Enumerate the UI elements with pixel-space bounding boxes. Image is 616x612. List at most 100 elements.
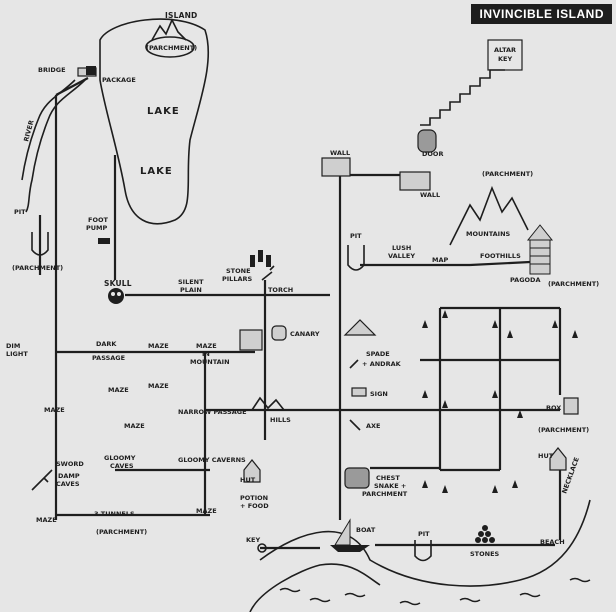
- label-gloomy-caverns: GLOOMY CAVERNS: [178, 456, 246, 464]
- label-gloomy: GLOOMY: [104, 454, 136, 462]
- label-hut-right: HUT: [538, 452, 554, 460]
- lake-shape: [99, 18, 210, 225]
- label-stones: STONES: [470, 550, 500, 558]
- label-maze-in-mountain-3: MOUNTAIN: [190, 358, 230, 366]
- mountains-icon: [449, 185, 529, 246]
- label-wall-right: WALL: [420, 191, 440, 199]
- label-parchment-mountains: (PARCHMENT): [482, 170, 533, 178]
- map-labels: ISLAND (PARCHMENT) BRIDGE PACKAGE RIVER …: [6, 11, 599, 558]
- river-shape: [25, 79, 86, 213]
- island-peaks-icon: [151, 18, 187, 41]
- map-title: INVINCIBLE ISLAND: [471, 4, 612, 24]
- label-maze-g: MAZE: [196, 507, 217, 515]
- label-key-altar: KEY: [498, 55, 512, 63]
- label-plain: PLAIN: [180, 286, 202, 294]
- label-maze-a: MAZE: [148, 342, 169, 350]
- label-light: LIGHT: [6, 350, 28, 358]
- label-potion: POTION: [240, 494, 268, 502]
- label-beach: BEACH: [540, 538, 565, 546]
- label-maze-c: MAZE: [148, 382, 169, 390]
- label-altar: ALTAR: [494, 46, 516, 54]
- label-andrak: + ANDRAK: [362, 360, 402, 368]
- hut-right-icon: [549, 447, 567, 471]
- route-lines: [38, 77, 562, 550]
- label-package: PACKAGE: [102, 76, 136, 84]
- spade-icon: [349, 359, 359, 369]
- label-torch: TORCH: [268, 286, 293, 294]
- label-passage: PASSAGE: [92, 354, 125, 362]
- label-pit-left: PIT: [14, 208, 26, 216]
- label-island: ISLAND: [165, 11, 197, 20]
- label-hills: HILLS: [270, 416, 291, 424]
- label-parchment-island: (PARCHMENT): [146, 44, 197, 52]
- label-pit-mid: PIT: [350, 232, 362, 240]
- label-maze-in-mountain-1: MAZE: [196, 342, 217, 350]
- label-food: + FOOD: [240, 502, 269, 510]
- label-maze-b: MAZE: [108, 386, 129, 394]
- label-parchment-pit: (PARCHMENT): [12, 264, 63, 272]
- label-pagoda: PAGODA: [510, 276, 541, 284]
- label-silent: SILENT: [178, 278, 204, 286]
- label-axe: AXE: [366, 422, 380, 430]
- sign-icon: [351, 387, 367, 397]
- label-pillars: PILLARS: [222, 275, 253, 283]
- pagoda-icon: [526, 224, 554, 275]
- door-icon: [417, 129, 437, 153]
- label-key: KEY: [246, 536, 260, 544]
- label-foothills: FOOTHILLS: [480, 252, 521, 260]
- label-hut-mid: HUT: [240, 476, 256, 484]
- label-lake-1: LAKE: [147, 106, 180, 117]
- shore-line: [259, 499, 591, 587]
- label-chest: CHEST: [376, 474, 400, 482]
- label-maze-f: MAZE: [36, 516, 57, 524]
- tent-icon: [343, 319, 377, 336]
- label-parchment-pagoda: (PARCHMENT): [548, 280, 599, 288]
- wall-top-icon: [321, 157, 351, 177]
- staircase-icon: [420, 69, 505, 126]
- label-valley: VALLEY: [388, 252, 415, 260]
- label-lush: LUSH: [392, 244, 411, 252]
- label-parchment-tunnels: (PARCHMENT): [96, 528, 147, 536]
- skull-icon: [108, 288, 124, 304]
- package-icon: [86, 66, 96, 75]
- forest-trees-icon: [422, 310, 578, 493]
- label-pump: PUMP: [86, 224, 108, 232]
- label-parchment-box: (PARCHMENT): [538, 426, 589, 434]
- box-icon: [563, 397, 579, 415]
- label-canary: CANARY: [290, 330, 320, 338]
- label-narrow-passage: NARROW PASSAGE: [178, 408, 247, 416]
- label-map: MAP: [432, 256, 448, 264]
- label-maze-in-mountain-2: IN: [202, 350, 210, 358]
- label-box: BOX: [546, 404, 561, 412]
- island-oval: [145, 36, 195, 58]
- label-boat: BOAT: [356, 526, 376, 534]
- axe-icon: [349, 419, 361, 431]
- label-bridge: BRIDGE: [38, 66, 66, 74]
- label-wall-top: WALL: [330, 149, 350, 157]
- stones-icon: [475, 525, 495, 543]
- key-icon: [257, 543, 267, 553]
- stone-pillars-icon: [250, 250, 271, 267]
- label-dark: DARK: [96, 340, 117, 348]
- label-sword: SWORD: [56, 460, 84, 468]
- label-pit-bottom: PIT: [418, 530, 430, 538]
- label-skull: SKULL: [104, 279, 132, 288]
- sword-icon: [31, 469, 53, 491]
- label-sign: SIGN: [370, 390, 388, 398]
- pit-bottom-icon: [414, 540, 432, 562]
- label-parchment-chest: PARCHMENT: [362, 490, 408, 498]
- maze-mountain-icon: [239, 329, 263, 351]
- chest-icon: [344, 467, 370, 489]
- pit-mid-icon: [347, 245, 365, 271]
- wall-right-icon: [399, 171, 431, 191]
- label-three-tunnels: 3 TUNNELS: [94, 510, 135, 518]
- label-caves-damp: CAVES: [56, 480, 80, 488]
- label-damp: DAMP: [58, 472, 80, 480]
- label-spade: SPADE: [366, 350, 390, 358]
- foot-pump-icon: [98, 238, 110, 244]
- label-caves-gloomy: CAVES: [110, 462, 134, 470]
- label-snake: SNAKE +: [374, 482, 406, 490]
- hut-mid-icon: [243, 459, 261, 483]
- water-waves: [279, 577, 591, 606]
